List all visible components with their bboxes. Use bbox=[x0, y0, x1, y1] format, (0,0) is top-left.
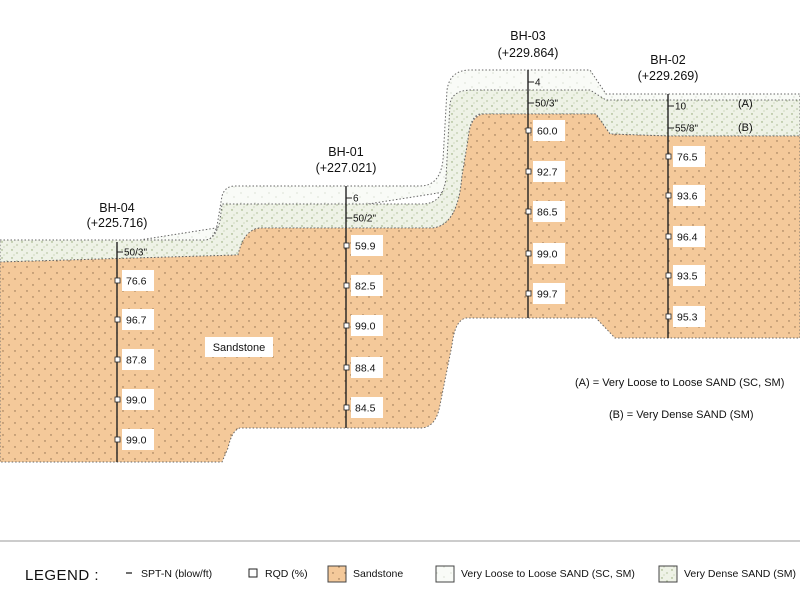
rqd-value: 76.5 bbox=[677, 152, 698, 164]
legend-label-spt: SPT-N (blow/ft) bbox=[141, 568, 212, 580]
rqd-label-box bbox=[122, 389, 154, 410]
rqd-marker bbox=[525, 208, 532, 215]
rqd-marker bbox=[343, 282, 350, 289]
rqd-marker bbox=[343, 404, 350, 411]
borehole-id: BH-02 bbox=[650, 53, 685, 67]
rqd-value: 99.0 bbox=[126, 395, 147, 407]
boreholes: BH-04(+225.716) 50/3" 76.6 96.7 87.8 99.0 99.0… bbox=[87, 29, 705, 462]
rqd-marker bbox=[525, 250, 532, 257]
rqd-marker bbox=[525, 127, 532, 134]
rqd-marker bbox=[114, 396, 121, 403]
rqd-marker bbox=[343, 242, 350, 249]
spt-value: 6 bbox=[353, 194, 359, 205]
rqd-marker bbox=[525, 290, 532, 297]
rqd-marker bbox=[665, 272, 672, 279]
borehole: BH-01 (+227.021) 6 50/2" 59.9 82.5 99.0 88.4 84.… bbox=[316, 145, 383, 428]
rqd-label-box bbox=[122, 429, 154, 450]
spt-value: 50/3" bbox=[124, 248, 147, 259]
rqd-label-box bbox=[673, 185, 705, 206]
rqd-value: 86.5 bbox=[537, 207, 558, 219]
legend-label-loose: Very Loose to Loose SAND (SC, SM) bbox=[461, 568, 635, 580]
rqd-value: 82.5 bbox=[355, 281, 376, 293]
borehole-id: BH-04 bbox=[99, 201, 134, 215]
spt-value: 50/2" bbox=[353, 214, 376, 225]
rqd-marker bbox=[343, 364, 350, 371]
rqd-label-box bbox=[533, 243, 565, 264]
rqd-label-box bbox=[351, 315, 383, 336]
rqd-value: 60.0 bbox=[537, 126, 558, 138]
rqd-value: 59.9 bbox=[355, 241, 376, 253]
spt-value: 10 bbox=[675, 102, 687, 113]
square-icon bbox=[248, 568, 258, 578]
rqd-marker bbox=[114, 356, 121, 363]
rqd-label-box bbox=[351, 357, 383, 378]
borehole: BH-03 (+229.864) 4 50/3" 60.0 92.7 86.5 99.0 99.… bbox=[498, 29, 565, 318]
rqd-marker bbox=[114, 316, 121, 323]
rqd-marker bbox=[665, 192, 672, 199]
dense-sand-swatch bbox=[658, 565, 678, 583]
rqd-value: 99.0 bbox=[355, 321, 376, 333]
sandstone-label-box bbox=[205, 337, 273, 357]
rqd-label-box bbox=[673, 306, 705, 327]
borehole-id: BH-01 bbox=[328, 145, 363, 159]
rqd-marker bbox=[343, 322, 350, 329]
rqd-label-box bbox=[351, 397, 383, 418]
sandstone-swatch bbox=[327, 565, 347, 583]
borehole-elevation: (+229.269) bbox=[638, 69, 699, 83]
rqd-marker bbox=[114, 277, 121, 284]
sandstone-layer bbox=[0, 113, 800, 463]
rqd-value: 95.3 bbox=[677, 312, 698, 324]
note-a: (A) = Very Loose to Loose SAND (SC, SM) bbox=[575, 377, 784, 389]
rqd-value: 99.0 bbox=[537, 249, 558, 261]
rqd-value: 84.5 bbox=[355, 403, 376, 415]
layer-tag-a: (A) bbox=[738, 98, 753, 110]
rqd-label-box bbox=[351, 275, 383, 296]
rqd-value: 76.6 bbox=[126, 276, 147, 288]
rqd-label-box bbox=[122, 270, 154, 291]
rqd-label-box bbox=[533, 161, 565, 182]
sandstone-label: Sandstone bbox=[213, 342, 266, 354]
legend-label-sandstone: Sandstone bbox=[353, 568, 403, 580]
rqd-label-box bbox=[122, 309, 154, 330]
legend: LEGEND : SPT-N (blow/ft) RQD (%) Sandsto… bbox=[25, 565, 796, 584]
spt-value: 50/3" bbox=[535, 99, 558, 110]
spt-value: 55/8" bbox=[675, 124, 698, 135]
layer-tag-b: (B) bbox=[738, 122, 753, 134]
rqd-value: 93.6 bbox=[677, 191, 698, 203]
rqd-label-box bbox=[673, 146, 705, 167]
rqd-label-box bbox=[533, 201, 565, 222]
borehole-elevation: (+227.021) bbox=[316, 161, 377, 175]
borehole-elevation: (+229.864) bbox=[498, 46, 559, 60]
rqd-value: 88.4 bbox=[355, 363, 376, 375]
rqd-label-box bbox=[351, 235, 383, 256]
legend-label-dense: Very Dense SAND (SM) bbox=[684, 568, 796, 580]
borehole: BH-04(+225.716) 50/3" 76.6 96.7 87.8 99.0 99.0 bbox=[87, 201, 154, 462]
rqd-label-box bbox=[533, 283, 565, 304]
rqd-marker bbox=[665, 233, 672, 240]
spt-value: 4 bbox=[535, 78, 541, 89]
loose-sand-swatch bbox=[435, 565, 455, 583]
legend-label-rqd: RQD (%) bbox=[265, 568, 308, 580]
note-b: (B) = Very Dense SAND (SM) bbox=[609, 409, 754, 421]
rqd-label-box bbox=[122, 349, 154, 370]
legend-title: LEGEND : bbox=[25, 567, 99, 584]
rqd-value: 93.5 bbox=[677, 271, 698, 283]
rqd-label-box bbox=[673, 265, 705, 286]
rqd-marker bbox=[114, 436, 121, 443]
rqd-marker bbox=[665, 313, 672, 320]
borehole-elevation: (+225.716) bbox=[87, 216, 148, 230]
borehole-id: BH-03 bbox=[510, 29, 545, 43]
rqd-marker bbox=[525, 168, 532, 175]
rqd-value: 87.8 bbox=[126, 355, 147, 367]
rqd-value: 99.0 bbox=[126, 435, 147, 447]
rqd-value: 92.7 bbox=[537, 167, 558, 179]
rqd-value: 99.7 bbox=[537, 289, 558, 301]
rqd-marker bbox=[665, 153, 672, 160]
rqd-value: 96.7 bbox=[126, 315, 147, 327]
borehole: BH-02 (+229.269) 10 55/8" 76.5 93.6 96.4 93.5 95… bbox=[638, 53, 705, 338]
rqd-label-box bbox=[533, 120, 565, 141]
rqd-value: 96.4 bbox=[677, 232, 698, 244]
rqd-label-box bbox=[673, 226, 705, 247]
